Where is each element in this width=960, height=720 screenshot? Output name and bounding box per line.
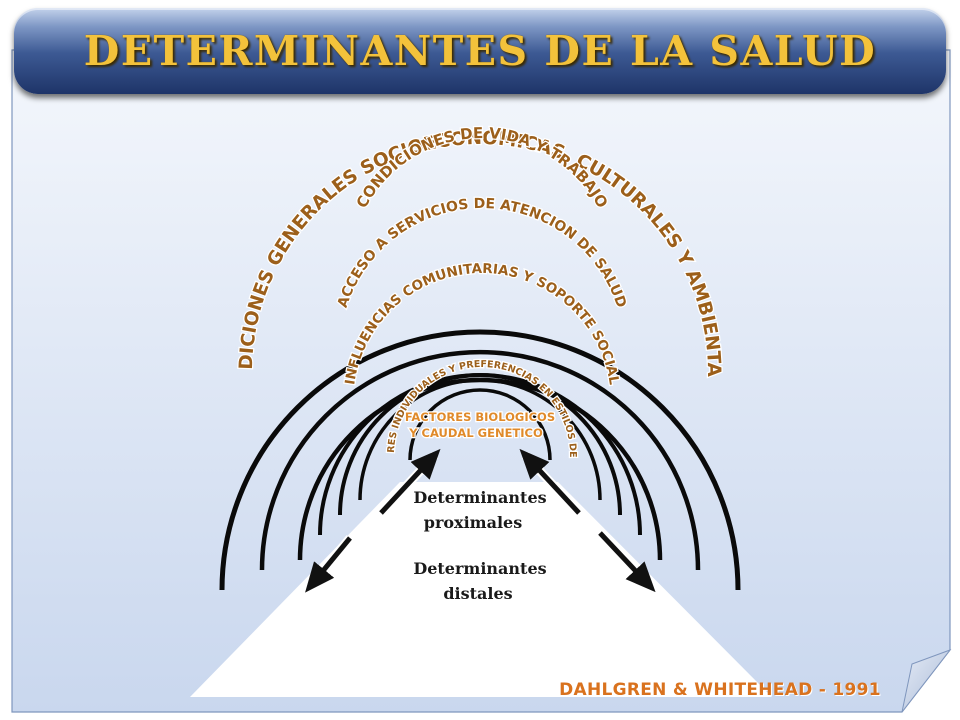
arrow-right-distal (598, 531, 656, 593)
proximal-label-line1: Determinantes (413, 488, 546, 507)
core-label-line1: FACTORES BIOLOGICOS (405, 410, 555, 424)
ring-label-3: ACCESO A SERVICIOS DE ATENCION DE SALUD (335, 196, 629, 310)
arrow-right-proximal (519, 448, 581, 515)
arrow-left-proximal (379, 448, 441, 515)
arch-ring-7 (408, 388, 552, 461)
page-curl (901, 648, 952, 713)
arch-ring-1 (219, 329, 741, 591)
page-title: DETERMINANTES DE LA SALUD (83, 27, 877, 75)
arrow-left-distal (305, 536, 352, 593)
credit-label: DAHLGREN & WHITEHEAD - 1991 (559, 680, 881, 700)
arches (219, 329, 741, 591)
distal-label-line2: distales (443, 584, 512, 603)
arch-ring-6 (358, 378, 602, 501)
distal-label-line1: Determinantes (413, 559, 546, 578)
base-triangle (190, 482, 772, 697)
arrows (305, 448, 656, 593)
arch-ring-2 (259, 349, 701, 571)
proximal-label-line2: proximales (424, 513, 522, 532)
core-label-line2: Y CAUDAL GENETICO (408, 426, 543, 440)
arch-ring-5 (338, 373, 622, 516)
title-banner: DETERMINANTES DE LA SALUD (14, 8, 946, 94)
